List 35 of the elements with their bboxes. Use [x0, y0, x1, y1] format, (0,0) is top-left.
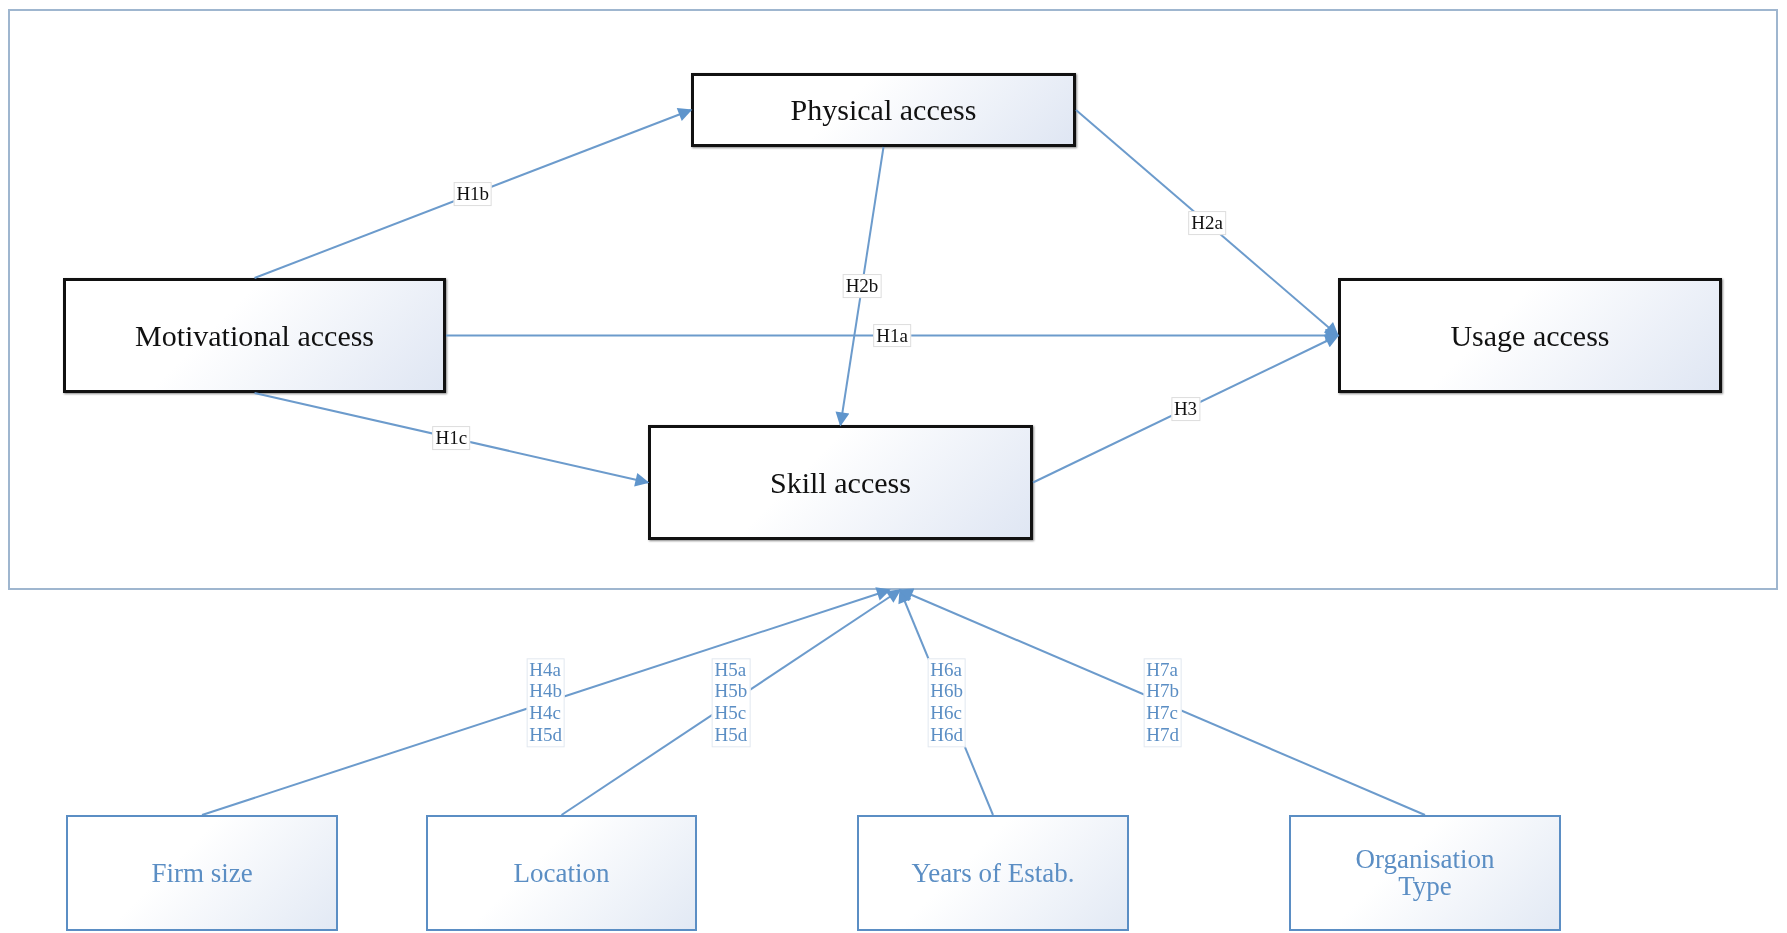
- construct-box: [63, 278, 446, 393]
- arrow: [1075, 109, 1340, 337]
- edge-label: H6a H6b H6c H6d: [927, 657, 966, 748]
- node-label: Organisation Type: [1354, 846, 1496, 900]
- control-variable-box: [66, 815, 338, 931]
- arrow: [253, 392, 650, 487]
- node-label: Location: [513, 859, 610, 887]
- node-label: Years of Estab.: [911, 859, 1075, 887]
- arrow: [560, 589, 902, 816]
- construct-box: [648, 425, 1033, 540]
- control-variable-box: [426, 815, 697, 931]
- edge-label: H5a H5b H5c H5d: [711, 657, 751, 748]
- frame-box: [8, 9, 1778, 590]
- node-label: Physical access: [790, 93, 977, 127]
- arrow: [1032, 334, 1340, 484]
- edge-label: H1a: [873, 323, 911, 348]
- edge-label: H4a H4b H4c H5d: [526, 657, 566, 748]
- arrow: [253, 108, 693, 279]
- node-label: Skill access: [770, 465, 911, 500]
- edge-label: H1c: [432, 425, 471, 450]
- edge-label: H7a H7b H7c H7d: [1143, 657, 1182, 748]
- edge-label: H1b: [453, 182, 493, 206]
- edge-label: H2b: [842, 274, 882, 298]
- control-variable-box: [1289, 815, 1561, 931]
- node-label: Usage access: [1450, 318, 1610, 353]
- arrow: [835, 146, 885, 427]
- construct-box: [691, 73, 1076, 147]
- arrow: [201, 587, 891, 816]
- construct-box: [1338, 278, 1722, 393]
- edge-label: H3: [1170, 397, 1201, 421]
- edge-label: H2a: [1188, 210, 1226, 235]
- node-label: Motivational access: [134, 318, 375, 353]
- node-label: Firm size: [151, 859, 253, 887]
- arrow: [898, 588, 1426, 816]
- control-variable-box: [857, 815, 1129, 931]
